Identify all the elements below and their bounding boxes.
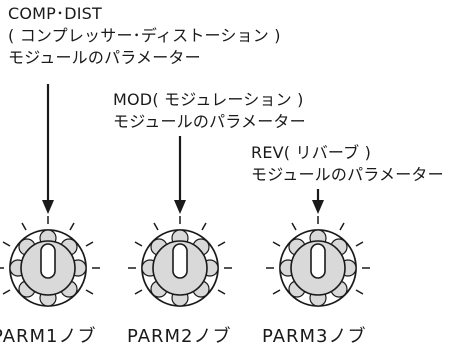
arrow-to-knob-1 <box>42 84 54 214</box>
comp-dist-label: COMP･DIST ( コンプレッサー･ディストーション ) モジュールのパラメ… <box>8 3 281 69</box>
arrow-to-knob-3 <box>312 189 324 214</box>
mod-label-line2: モジュールのパラメーター <box>113 112 306 131</box>
mod-label: MOD( モジュレーション ) モジュールのパラメーター <box>113 89 306 133</box>
knob-1 <box>0 216 100 307</box>
knob-2-label: PARM2ノブ <box>127 326 232 347</box>
rev-label: REV( リバーブ ) モジュールのパラメーター <box>251 142 444 186</box>
comp-dist-label-line3: モジュールのパラメーター <box>8 48 201 67</box>
comp-dist-label-line2: ( コンプレッサー･ディストーション ) <box>8 26 281 45</box>
knob-3-label: PARM3ノブ <box>262 326 367 347</box>
comp-dist-label-line1: COMP･DIST <box>8 4 102 23</box>
rev-label-line2: モジュールのパラメーター <box>251 165 444 184</box>
knob-3 <box>266 216 370 307</box>
knob-1-label: PARM1ノブ <box>0 326 97 347</box>
mod-label-line1: MOD( モジュレーション ) <box>113 90 304 109</box>
knob-2 <box>128 216 232 307</box>
arrow-to-knob-2 <box>174 136 186 214</box>
rev-label-line1: REV( リバーブ ) <box>251 143 372 162</box>
